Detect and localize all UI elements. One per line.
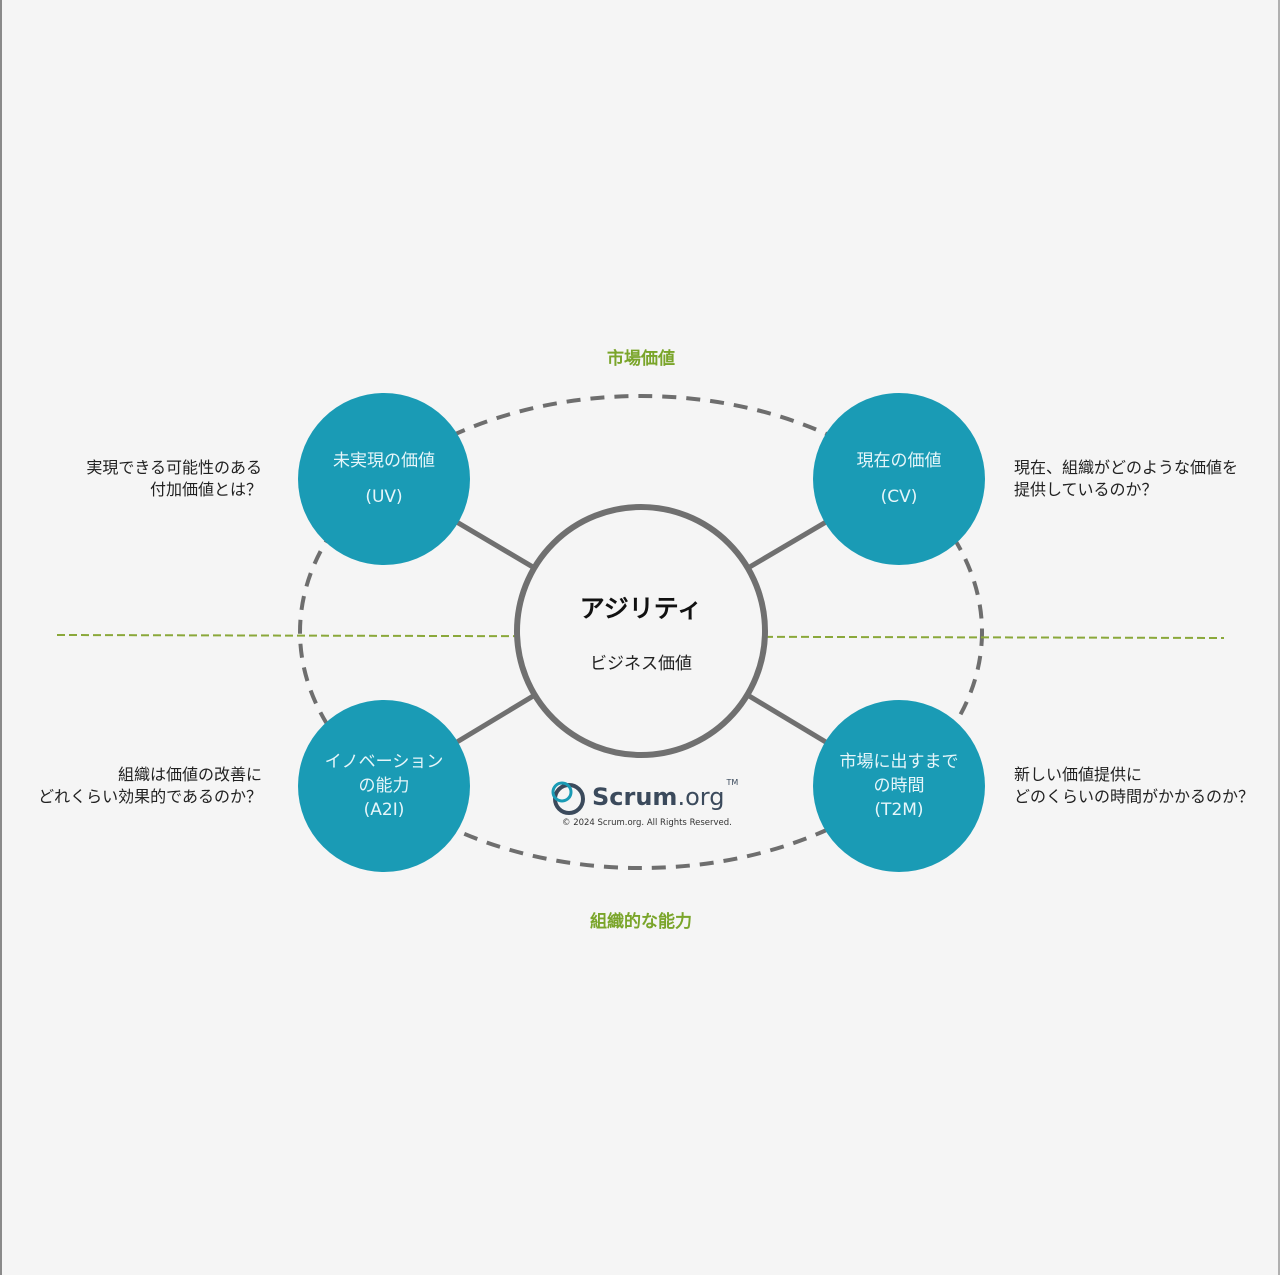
node-unrealized-value: 未実現の価値 (UV): [298, 393, 470, 565]
question-line: 組織は価値の改善に: [117, 765, 262, 784]
scrum-logo-icon: [551, 781, 585, 815]
node-abbrev: (CV): [880, 487, 918, 507]
axis-label-market-value: 市場価値: [607, 349, 675, 369]
question-a2i: 組織は価値の改善に どれくらい効果的であるのか？: [38, 764, 262, 808]
node-abbrev: (UV): [365, 487, 403, 507]
node-label: の能力: [358, 776, 410, 796]
question-line: 実現できる可能性のある: [86, 458, 262, 477]
question-cv: 現在、組織がどのような価値を 提供しているのか？: [1014, 457, 1238, 501]
logo-suffix: .org: [677, 783, 725, 811]
question-line: 新しい価値提供に: [1014, 765, 1143, 784]
center-subtitle: ビジネス価値: [590, 653, 692, 674]
dashed-ellipse: [298, 394, 984, 870]
question-line: 付加価値とは？: [149, 480, 262, 499]
copyright-text: © 2024 Scrum.org. All Rights Reserved.: [562, 818, 732, 828]
node-time-to-market: 市場に出すまで の時間 (T2M): [813, 700, 985, 872]
node-abbrev: (A2I): [363, 800, 405, 820]
node-abbrev: (T2M): [874, 800, 924, 820]
logo-name: Scrum: [592, 783, 678, 811]
node-label: 現在の価値: [856, 451, 942, 471]
node-label: の時間: [873, 776, 925, 796]
axis-label-organizational-capability: 組織的な能力: [590, 912, 692, 932]
question-uv: 実現できる可能性のある 付加価値とは？: [86, 457, 262, 501]
center-title: アジリティ: [579, 593, 703, 623]
logo-trademark: TM: [726, 778, 739, 787]
center-agility: アジリティ ビジネス価値: [518, 508, 764, 754]
question-line: どのくらいの時間がかかるのか？: [1014, 787, 1255, 806]
node-ability-to-innovate: イノベーション の能力 (A2I): [298, 700, 470, 872]
node-label: 市場に出すまで: [839, 752, 959, 772]
question-line: どれくらい効果的であるのか？: [38, 787, 262, 806]
question-t2m: 新しい価値提供に どのくらいの時間がかかるのか？: [1014, 764, 1254, 808]
question-line: 現在、組織がどのような価値を: [1014, 458, 1239, 477]
question-line: 提供しているのか？: [1014, 480, 1158, 499]
node-label: 未実現の価値: [333, 451, 435, 471]
node-label: イノベーション: [324, 752, 444, 772]
node-current-value: 現在の価値 (CV): [813, 393, 985, 565]
scrum-org-logo: Scrum.org TM © 2024 Scrum.org. All Right…: [548, 778, 758, 829]
logo-row: Scrum.org TM: [548, 778, 738, 816]
center-circle: [514, 504, 768, 758]
logo-wordmark: Scrum.org: [592, 781, 724, 813]
